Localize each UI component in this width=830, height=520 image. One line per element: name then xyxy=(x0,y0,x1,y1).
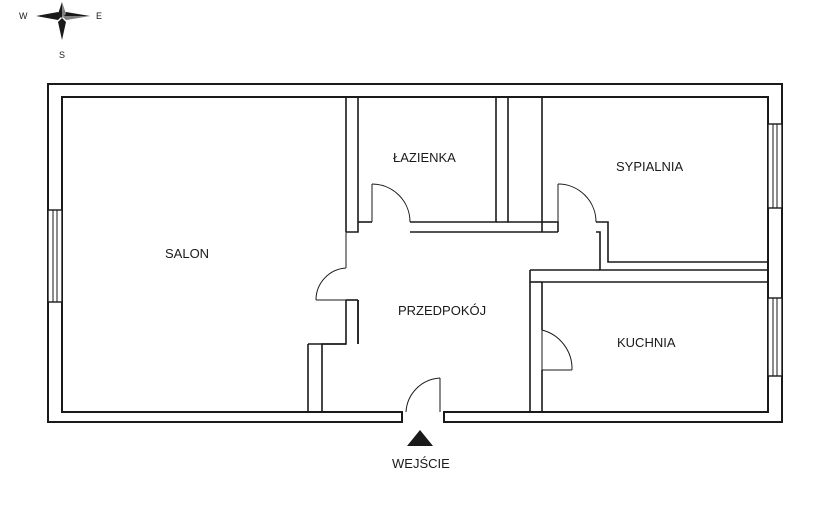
entrance-label: WEJŚCIE xyxy=(392,456,450,471)
window-salon xyxy=(47,209,63,303)
room-label-salon: SALON xyxy=(165,246,209,261)
compass-south-label: S xyxy=(59,50,65,60)
room-label-lazienka: ŁAZIENKA xyxy=(393,150,456,165)
door-entrance xyxy=(405,377,441,413)
compass-east-label: E xyxy=(96,11,102,21)
window-sypialnia xyxy=(767,123,783,209)
window-kuchnia xyxy=(767,297,783,377)
door-lazienka xyxy=(371,183,411,223)
compass-west-label: W xyxy=(19,11,28,21)
compass-rose-icon xyxy=(36,2,90,40)
entrance-arrow-icon xyxy=(407,430,433,446)
door-sypialnia xyxy=(557,183,597,223)
room-label-przedpokoj: PRZEDPOKÓJ xyxy=(398,303,486,318)
door-kuchnia xyxy=(541,329,573,371)
outer-walls xyxy=(47,83,783,423)
room-label-sypialnia: SYPIALNIA xyxy=(616,159,684,174)
interior-walls xyxy=(307,97,768,412)
room-label-kuchnia: KUCHNIA xyxy=(617,335,676,350)
door-salon xyxy=(315,232,347,301)
